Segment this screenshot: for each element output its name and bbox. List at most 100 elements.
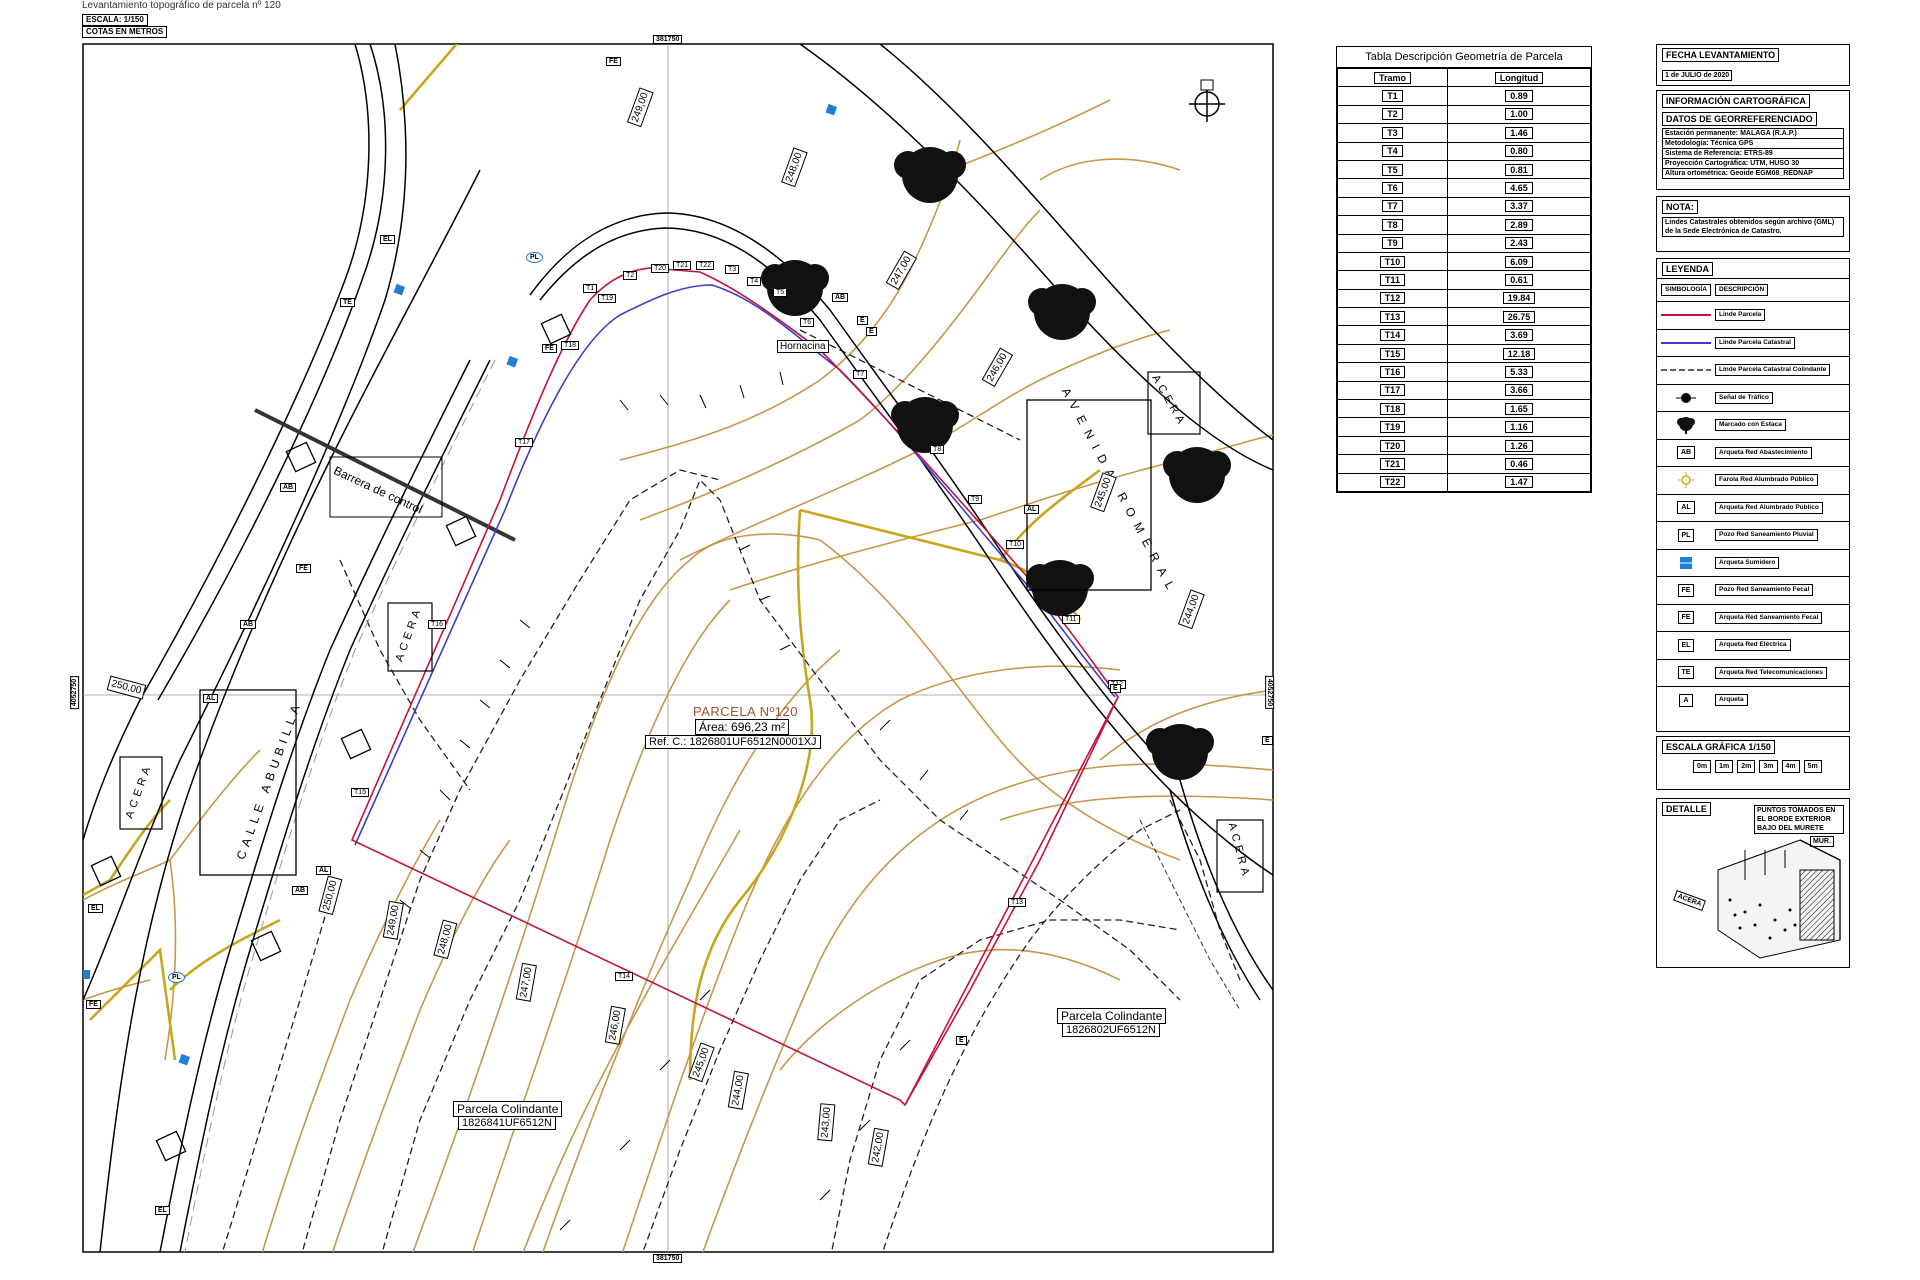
legend-label: Arqueta Red Alumbrado Público: [1715, 501, 1823, 514]
tree-icon: [1146, 724, 1214, 780]
cell-longitud: 1.16: [1446, 417, 1592, 437]
tramo-label: T9: [968, 495, 983, 504]
info-line: Metodología: Técnica GPS: [1662, 138, 1844, 148]
detalle-title: DETALLE: [1662, 802, 1711, 816]
tramo-label: T18: [561, 341, 580, 350]
info-title2: DATOS DE GEORREFERENCIADO: [1662, 112, 1817, 126]
tree-icon: [1657, 416, 1715, 435]
legend-symbol-line-blue: [1657, 338, 1715, 348]
adjacent-parcel-right-ref: 1826802UF6512N: [1062, 1023, 1160, 1037]
cell-tramo: T10: [1337, 251, 1448, 272]
north-arrow-icon: [1189, 79, 1225, 122]
tree-icon: [1163, 447, 1231, 503]
escala-title: ESCALA GRÁFICA 1/150: [1662, 740, 1775, 754]
cell-longitud: 4.65: [1446, 178, 1592, 198]
avenida-label-frame: [1026, 399, 1152, 591]
legend-symbol-box: AL: [1657, 501, 1715, 515]
cell-tramo: T15: [1337, 343, 1448, 364]
tree-icon: [1028, 284, 1096, 340]
legend-symbol-box: TE: [1657, 666, 1715, 680]
cell-longitud: 0.46: [1446, 454, 1592, 474]
barrier-box: [329, 456, 443, 518]
legend-symbol-box: FE: [1657, 611, 1715, 625]
legend-symbol-box: EL: [1657, 638, 1715, 652]
tramo-label: T1: [583, 284, 598, 293]
calle-label-frame: [199, 689, 297, 876]
barrier-line: [254, 408, 516, 542]
info-line: Proyección Cartográfica: UTM, HUSO 30: [1662, 158, 1844, 168]
legend-row: Linde Parcela Catastral: [1657, 328, 1849, 357]
tramo-label: T14: [615, 972, 634, 981]
symbol-e: E: [866, 327, 877, 336]
symbol-ab: AB: [832, 293, 849, 302]
contour-lines: [83, 44, 1273, 1252]
adjacent-parcel-right-title: Parcela Colindante: [1057, 1008, 1167, 1024]
legend-row: Arqueta Sumidero: [1657, 548, 1849, 577]
scale-cell: 5m: [1803, 760, 1822, 773]
cell-tramo: T2: [1337, 104, 1448, 125]
legend-label: Pozo Red Saneamiento Fecal: [1715, 584, 1814, 597]
drawing-scale: ESCALA: 1/150: [82, 14, 148, 26]
symbol-e: E: [857, 316, 868, 325]
detalle-label3: ACERA: [1673, 890, 1706, 911]
legend-label: Arqueta: [1715, 694, 1748, 707]
cell-longitud: 0.80: [1446, 141, 1592, 161]
cell-tramo: T21: [1337, 454, 1448, 474]
legend-label: Señal de Tráfico: [1715, 391, 1773, 404]
cell-longitud: 0.89: [1446, 86, 1592, 106]
acera-frame: [1216, 819, 1264, 893]
coord-top: 381750: [653, 35, 683, 44]
tree-icon: [894, 147, 966, 203]
cell-tramo: T1: [1337, 86, 1448, 106]
parcel-title: PARCELA Nº120: [693, 704, 798, 719]
cell-longitud: 2.89: [1446, 215, 1592, 235]
detalle-panel: DETALLE PUNTOS TOMADOS EN EL BORDE EXTER…: [1656, 798, 1850, 968]
fecha-panel: FECHA LEVANTAMIENTO 1 de JULIO de 2020: [1656, 44, 1850, 86]
drawing-units: COTAS EN METROS: [82, 26, 168, 38]
symbol-el: EL: [155, 1206, 170, 1215]
calle-centerline: [184, 359, 496, 1252]
blue-sumidero-symbols: [83, 103, 838, 1066]
cell-tramo: T3: [1337, 123, 1448, 143]
legend-row: Marcado con Estaca: [1657, 411, 1849, 439]
tree-icon: [761, 260, 829, 316]
parcel-area: Área: 696,23 m²: [695, 719, 790, 735]
legend-label: Arqueta Red Eléctrica: [1715, 639, 1791, 652]
coord-bottom: 381750: [653, 1254, 683, 1263]
leyenda-panel: LEYENDA SIMBOLOGÍA DESCRIPCIÓN Linde Par…: [1656, 258, 1850, 732]
embankment-ticks: [399, 371, 969, 1231]
info-line: Sistema de Referencia: ETRS-89: [1662, 148, 1844, 158]
cell-tramo: T7: [1337, 196, 1448, 217]
cell-tramo: T14: [1337, 325, 1448, 345]
legend-symbol-box: FE: [1657, 583, 1715, 597]
symbol-el: EL: [380, 235, 395, 244]
tramo-label: T6: [800, 318, 815, 327]
cell-longitud: 5.33: [1446, 362, 1592, 382]
leyenda-col-symbol: SIMBOLOGÍA: [1661, 284, 1711, 296]
hornacina-label: Hornacina: [777, 340, 829, 353]
symbol-e: E: [956, 1036, 967, 1045]
cell-tramo: T8: [1337, 215, 1448, 235]
cell-longitud: 3.69: [1446, 325, 1592, 345]
tramo-label: T10: [1006, 540, 1025, 549]
legend-label: Linde Parcela Catastral: [1715, 336, 1795, 349]
symbol-e: E: [1262, 736, 1273, 745]
parcel-ref: Ref. C.: 1826801UF6512N0001XJ: [645, 735, 821, 749]
